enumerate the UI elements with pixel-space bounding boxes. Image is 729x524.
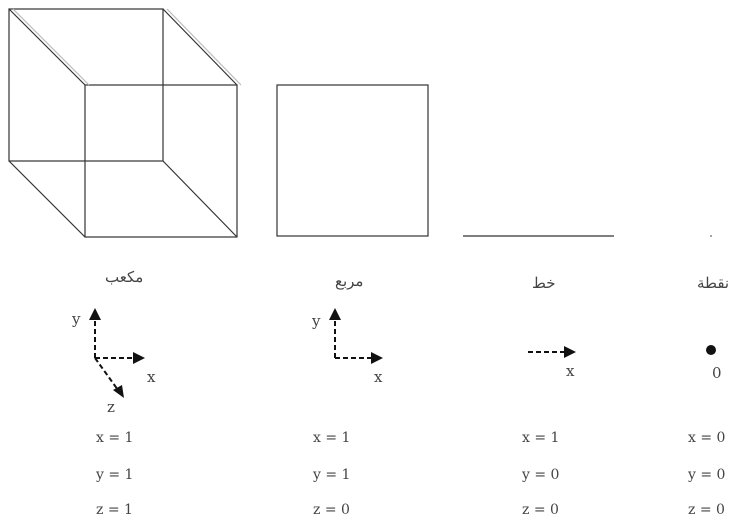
square-axis-x-label: x [374, 368, 383, 386]
x-axis-arrowhead [564, 346, 576, 358]
square-axis-y-label: y [312, 312, 321, 330]
cube-axis-z-label: z [107, 398, 115, 416]
cube-edge [162, 8, 238, 86]
cube-edge [8, 8, 86, 86]
square-eq-z: z = 0 [313, 502, 350, 518]
square-shape [276, 84, 429, 237]
cube-eq-z: z = 1 [96, 502, 133, 518]
cube-axis-x-label: x [147, 368, 156, 386]
line-eq-z: z = 0 [522, 502, 559, 518]
point-title: نقطة [697, 274, 729, 292]
square-axes [329, 308, 383, 364]
y-axis-arrowhead [329, 308, 341, 320]
z-axis-arrowhead [113, 385, 124, 398]
point-shape [710, 235, 712, 237]
cube-front-face [84, 84, 238, 238]
cube-eq-y: y = 1 [96, 467, 134, 483]
x-axis-arrowhead [371, 352, 383, 364]
cube-title: مكعب [105, 268, 144, 286]
point-eq-x: x = 0 [688, 430, 726, 446]
cube-eq-x: x = 1 [96, 430, 134, 446]
x-axis-arrowhead [133, 352, 145, 364]
point-eq-z: z = 0 [688, 502, 725, 518]
cube-shape [8, 8, 242, 238]
cube-axes [89, 308, 145, 398]
line-eq-x: x = 1 [522, 430, 560, 446]
line-axes [528, 346, 576, 358]
square-eq-x: x = 1 [313, 430, 351, 446]
cube-edge [162, 160, 238, 238]
cube-axis-y-label: y [72, 310, 81, 328]
point-dot [706, 345, 716, 355]
cube-edge [166, 8, 242, 86]
cube-edge [12, 8, 90, 86]
line-title: خط [532, 274, 556, 292]
square-title: مربع [335, 272, 364, 290]
square-eq-y: y = 1 [313, 467, 351, 483]
y-axis-arrowhead [89, 308, 101, 320]
point-origin-label: 0 [712, 364, 722, 382]
z-axis-arrow [94, 357, 119, 391]
cube-edge [8, 160, 86, 238]
line-eq-y: y = 0 [522, 467, 560, 483]
point-eq-y: y = 0 [688, 467, 726, 483]
line-axis-x-label: x [566, 362, 575, 380]
